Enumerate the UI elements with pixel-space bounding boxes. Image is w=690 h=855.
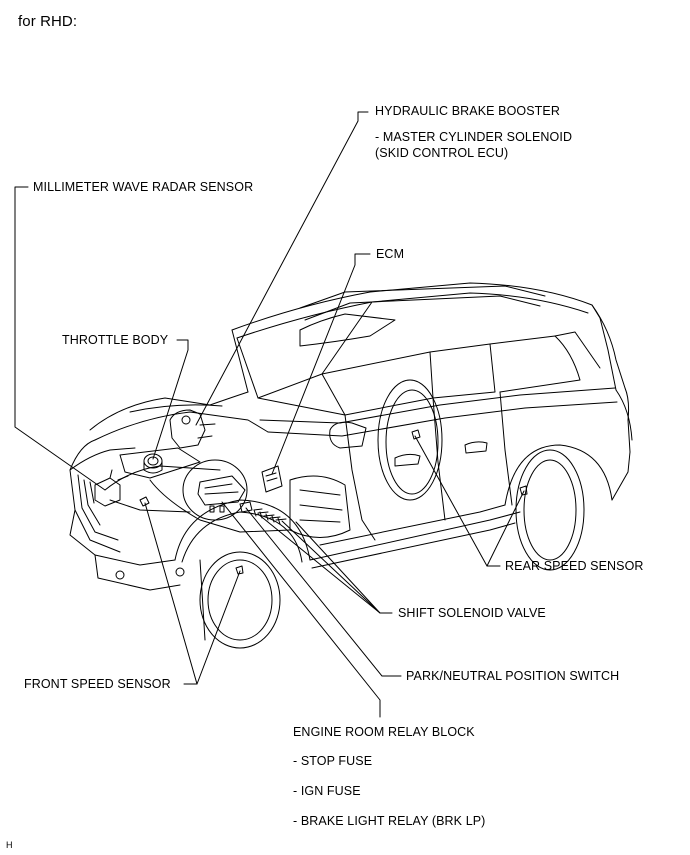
label-ign-fuse: - IGN FUSE — [293, 784, 361, 798]
engine-room-relay-block-part — [197, 475, 246, 513]
label-stop-fuse: - STOP FUSE — [293, 754, 373, 768]
vehicle-outline — [69, 282, 633, 649]
label-shift-solenoid-valve: SHIFT SOLENOID VALVE — [398, 606, 546, 620]
shift-solenoid-valve-part — [253, 508, 287, 525]
leader-lines — [14, 111, 525, 718]
label-brake-light-relay: - BRAKE LIGHT RELAY (BRK LP) — [293, 814, 486, 828]
label-skid-control-ecu: (SKID CONTROL ECU) — [375, 146, 509, 160]
label-park-neutral-position-switch: PARK/NEUTRAL POSITION SWITCH — [406, 669, 620, 683]
label-engine-room-relay-block: ENGINE ROOM RELAY BLOCK — [293, 725, 475, 739]
label-ecm: ECM — [376, 247, 405, 261]
label-hydraulic-brake-booster: HYDRAULIC BRAKE BOOSTER — [375, 104, 560, 118]
label-front-speed-sensor: FRONT SPEED SENSOR — [24, 677, 171, 691]
rear-speed-sensor-parts — [411, 429, 528, 496]
park-neutral-position-switch-part — [239, 501, 253, 513]
label-millimeter-wave-radar-sensor: MILLIMETER WAVE RADAR SENSOR — [33, 180, 254, 194]
label-master-cylinder-solenoid: - MASTER CYLINDER SOLENOID — [375, 130, 573, 144]
label-throttle-body: THROTTLE BODY — [62, 333, 169, 347]
corner-mark: H — [6, 840, 13, 850]
front-speed-sensor-parts — [139, 496, 244, 575]
label-rear-speed-sensor: REAR SPEED SENSOR — [505, 559, 644, 573]
ecm-part — [261, 465, 283, 493]
millimeter-wave-radar-sensor-part — [94, 469, 129, 507]
page-heading: for RHD: — [18, 13, 78, 30]
hydraulic-brake-booster-part — [169, 409, 216, 449]
throttle-body-part — [143, 453, 163, 474]
